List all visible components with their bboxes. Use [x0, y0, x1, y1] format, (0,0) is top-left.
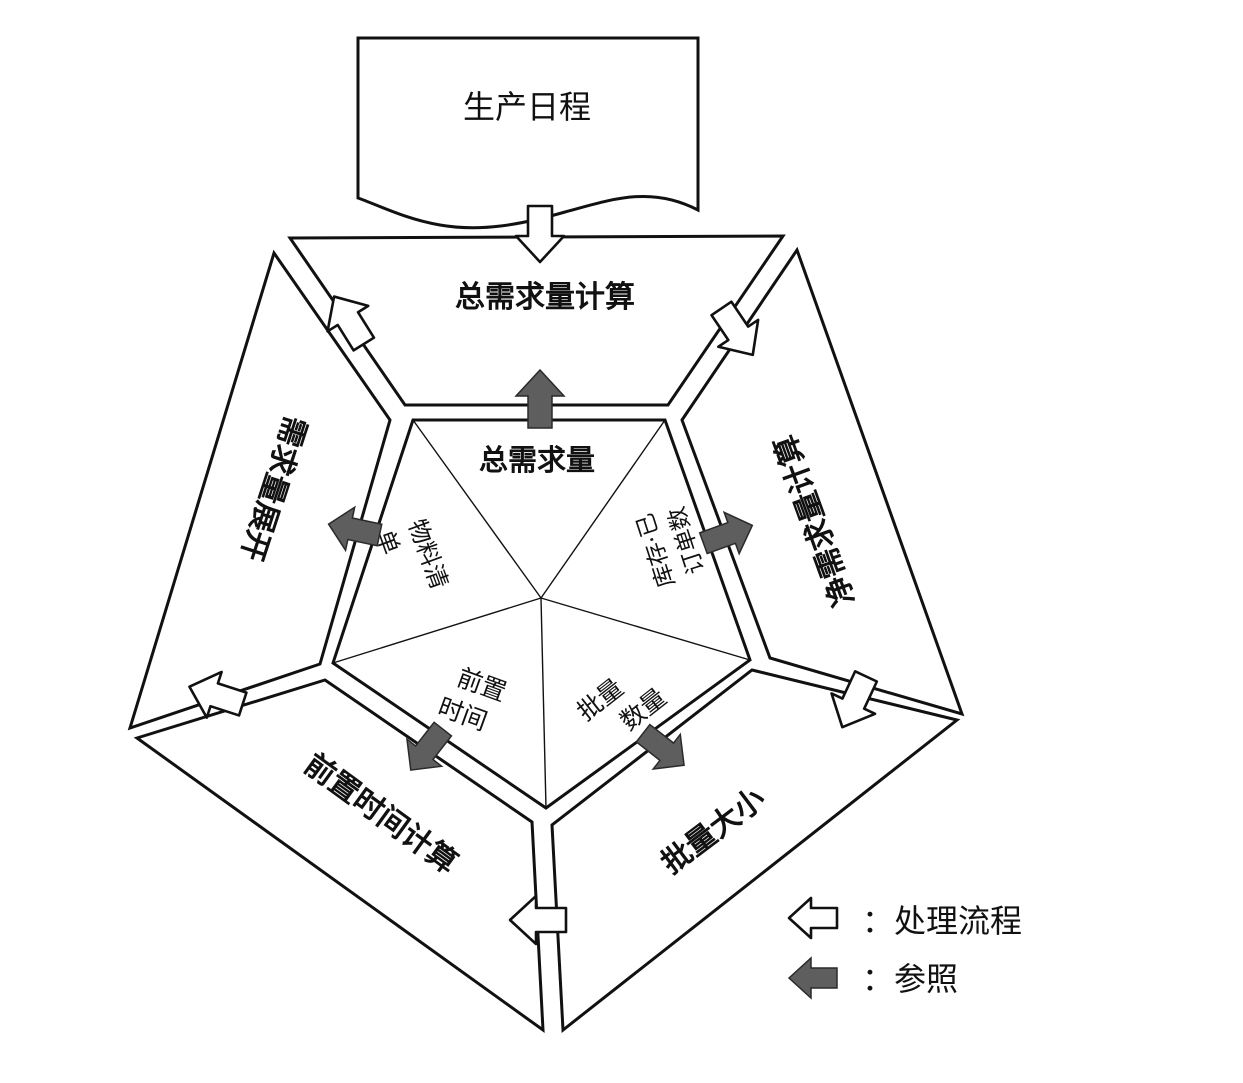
divider-3	[540, 597, 751, 661]
legend-ref-arrow-icon	[787, 956, 838, 1000]
divider-5	[332, 597, 542, 664]
panel-lead-time	[133, 678, 545, 1034]
flow-arrow-icon	[830, 670, 879, 729]
schedule-label: 生产日程	[463, 88, 591, 126]
panel-gross-requirement	[287, 234, 786, 407]
legend-flow-arrow-icon	[787, 896, 839, 940]
ref-arrow-icon	[514, 368, 566, 429]
legend-ref-label: ：参照	[862, 960, 958, 998]
ref-gross-qty-label: 总需求量	[479, 443, 595, 477]
step-gross-label: 总需求量计算	[455, 280, 635, 315]
ref-arrow-icon	[635, 723, 685, 770]
flow-arrow-icon	[710, 300, 760, 357]
legend: ：处理流程 ：参照	[787, 896, 1022, 1000]
flow-arrow-icon	[508, 894, 568, 946]
panel-requirement-explosion	[127, 249, 392, 731]
ref-arrow-icon	[327, 505, 383, 553]
flow-arrow-icon	[514, 204, 566, 264]
panel-net-requirement	[680, 246, 965, 717]
divider-4	[540, 597, 547, 809]
ref-arrow-icon	[698, 510, 754, 556]
flow-arrow-icon	[188, 670, 248, 719]
panel-lot-size	[550, 668, 961, 1033]
divider-2	[540, 419, 666, 599]
schedule-document	[356, 36, 700, 230]
legend-flow-label: ：处理流程	[862, 902, 1022, 940]
divider-1	[412, 419, 542, 599]
ref-arrow-icon	[406, 721, 453, 771]
flow-arrow-icon	[326, 295, 376, 352]
